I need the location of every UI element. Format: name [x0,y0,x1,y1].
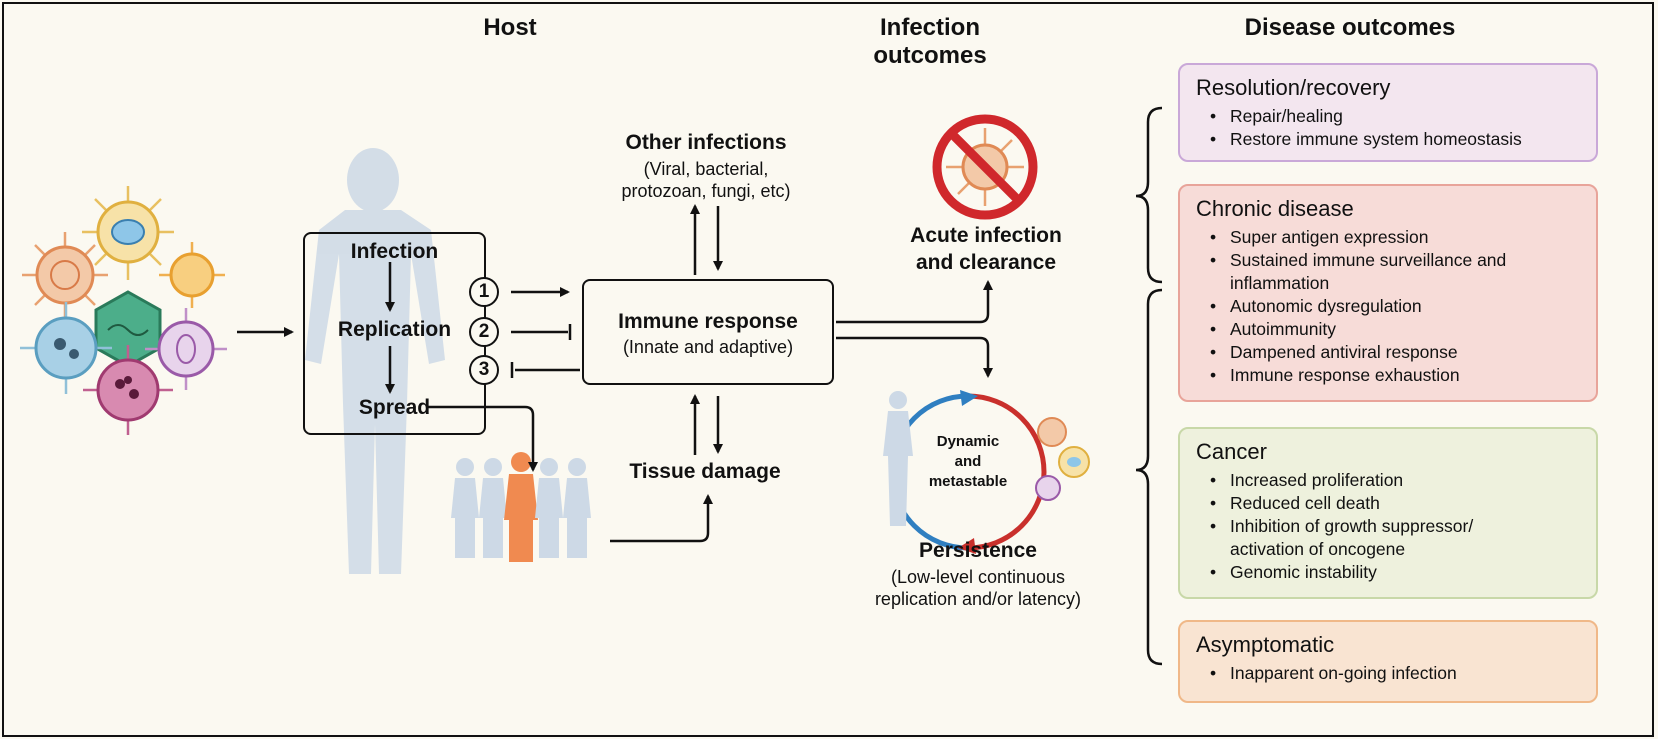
persistence-cycle-icon [883,390,1090,554]
cycle-label-line2: and [954,453,982,470]
persistence-line1: (Low-level continuous [890,567,1066,587]
outcome-title: Chronic disease [1196,196,1354,221]
virus-cluster-icon [20,186,227,435]
cycle-label-line1: Dynamic [936,433,1000,450]
outcome-item: inflammation [1230,273,1330,293]
outcome-resolution: Resolution/recovery Repair/healing Resto… [1178,63,1598,162]
outcome-item: Sustained immune surveillance and [1210,249,1582,272]
outcome-item: activation of oncogene [1230,539,1406,559]
header-infection-outcomes-line2: outcomes [873,42,987,69]
virus-icon [159,242,225,308]
immune-response-title: Immune response [618,310,798,333]
other-infections-line2: protozoan, fungi, etc) [621,181,791,201]
other-infections-detail: (Viral, bacterial, protozoan, fungi, etc… [580,158,832,202]
acute-line2: and clearance [915,251,1057,274]
header-infection-outcomes: Infection outcomes [840,14,1020,70]
outcome-title: Asymptomatic [1196,632,1335,657]
outcome-item: Super antigen expression [1210,226,1582,249]
cycle-label-line3: metastable [928,473,1008,490]
other-infections-title: Other infections [625,131,787,154]
no-sign-icon [932,114,1038,220]
marker-3: 3 [469,355,499,385]
outcome-item: Autoimmunity [1210,318,1582,341]
immune-response-box [582,279,834,385]
virus-icon [145,308,227,390]
people-group-icon [451,452,591,562]
outcome-title: Cancer [1196,439,1267,464]
acute-infection-label: Acute infection and clearance [860,222,1112,276]
outcome-item: Dampened antiviral response [1210,341,1582,364]
outcome-item: Increased proliferation [1210,469,1582,492]
outcome-item: Autonomic dysregulation [1210,295,1582,318]
outcome-item: Inhibition of growth suppressor/ [1210,515,1582,538]
virus-icon [20,302,112,394]
virus-icon [82,186,174,280]
outcome-item: Reduced cell death [1210,492,1582,515]
other-infections-line1: (Viral, bacterial, [643,159,769,179]
outcome-item: Immune response exhaustion [1210,364,1582,387]
outcome-title: Resolution/recovery [1196,75,1391,100]
persistence-title: Persistence [919,539,1037,562]
outcome-cancer: Cancer Increased proliferation Reduced c… [1178,427,1598,599]
outcome-item: Repair/healing [1210,105,1582,128]
outcome-item: Restore immune system homeostasis [1210,128,1582,151]
header-disease-outcomes: Disease outcomes [1244,14,1456,41]
acute-line1: Acute infection [910,224,1062,247]
virus-icon [83,345,173,435]
outcome-item: Genomic instability [1210,561,1582,584]
marker-2: 2 [469,317,499,347]
persistence-detail: (Low-level continuous replication and/or… [848,566,1108,610]
cycle-label: Dynamic and metastable [918,432,1018,492]
marker-1: 1 [469,277,499,307]
header-infection-outcomes-line1: Infection [880,14,980,41]
outcome-asymptomatic: Asymptomatic Inapparent on-going infecti… [1178,620,1598,703]
header-host: Host [483,14,537,41]
outcome-chronic: Chronic disease Super antigen expression… [1178,184,1598,402]
persistence-line2: replication and/or latency) [874,589,1082,609]
immune-response-subtitle: (Innate and adaptive) [622,337,794,357]
person-silhouette-icon [305,148,445,574]
spread-label: Spread [358,396,431,419]
tissue-damage-label: Tissue damage [629,460,781,483]
infection-label: Infection [350,240,439,263]
outcome-item: Inapparent on-going infection [1210,662,1582,685]
replication-label: Replication [337,318,452,341]
